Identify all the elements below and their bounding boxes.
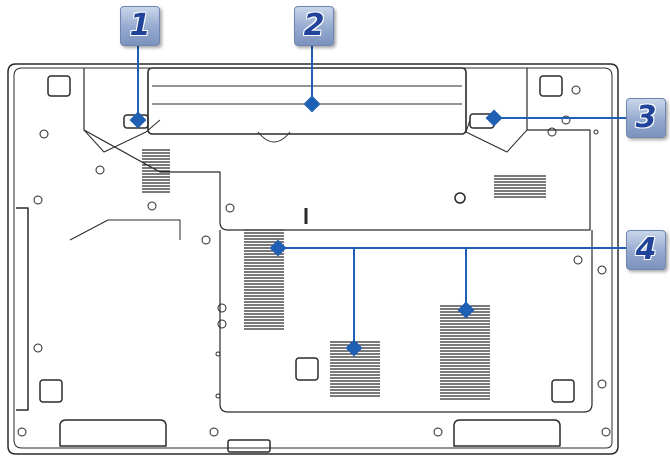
vent-grille [440, 305, 490, 400]
callout-badge-1: 1 [120, 6, 160, 46]
callout-number-2: 2 [303, 8, 325, 43]
callout-number-4: 4 [635, 232, 657, 267]
callout-number-3: 3 [635, 100, 657, 135]
callout-leaders [129, 42, 626, 357]
vent-grilles [142, 149, 546, 400]
vent-grille [330, 341, 380, 397]
callout-number-1: 1 [129, 8, 151, 43]
rubber-foot-left [59, 419, 167, 447]
access-panel [219, 230, 593, 413]
battery-pack [147, 67, 467, 135]
rubber-foot-right [453, 419, 561, 447]
battery-bay-funnel-right [465, 119, 528, 153]
callout-badge-2: 2 [294, 6, 334, 46]
battery-bay-funnel-left [83, 119, 161, 153]
chassis-outline [7, 63, 619, 455]
chassis-inner-outline [13, 67, 613, 449]
callout-badge-4: 4 [626, 230, 666, 270]
side-bracket [16, 207, 29, 411]
vent-grille [142, 149, 170, 193]
callout-badge-3: 3 [626, 98, 666, 138]
vent-grille [494, 175, 546, 198]
battery-bay-outline [83, 68, 591, 231]
